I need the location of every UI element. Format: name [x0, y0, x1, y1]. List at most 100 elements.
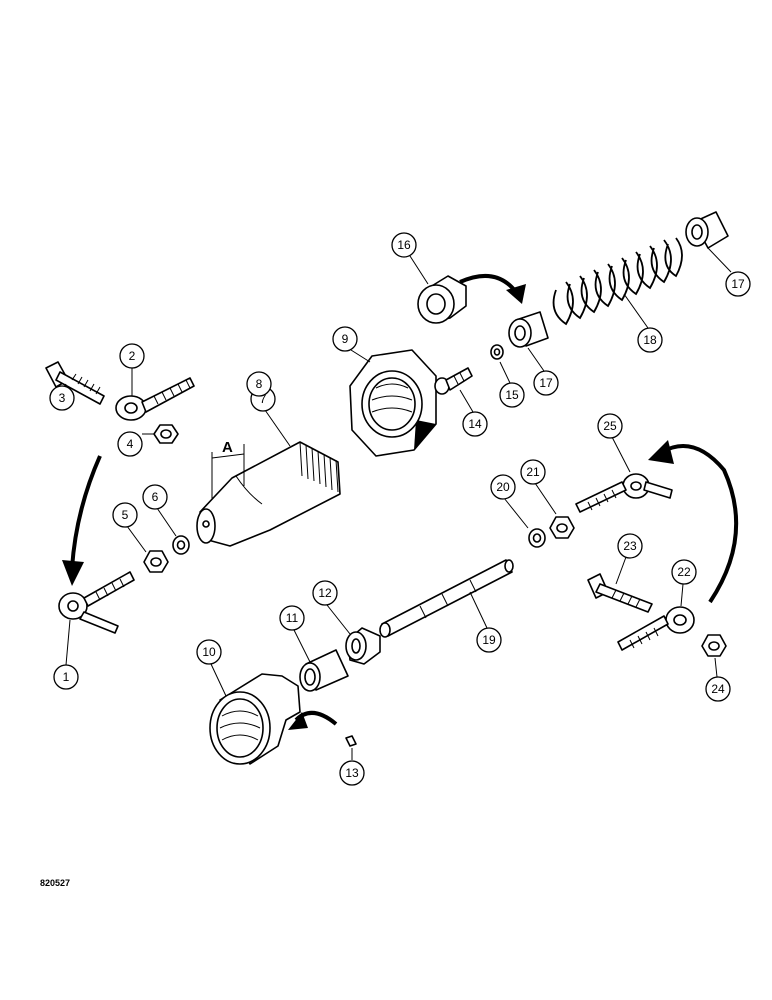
callout-circle [476, 627, 502, 653]
callout-14: 14 [462, 411, 488, 437]
callout-label: 8 [256, 377, 263, 391]
callout-label: 6 [152, 490, 159, 504]
callout-22: 22 [671, 559, 697, 585]
callouts: 1234567891011121314151617171819202122232… [49, 232, 751, 786]
part-6-lock-washer [172, 535, 190, 555]
callout-circle [520, 459, 546, 485]
part-19-shaft [379, 559, 514, 638]
callout-circle [112, 502, 138, 528]
callout-circle [533, 370, 559, 396]
callout-15: 15 [499, 382, 525, 408]
callout-3: 3 [49, 385, 75, 411]
callout-circle [119, 343, 145, 369]
part-4-nut [153, 424, 179, 444]
callout-17a: 17 [533, 370, 559, 396]
leader-lines [63, 247, 732, 760]
part-17-bushing-mid [508, 311, 549, 348]
callout-circle [671, 559, 697, 585]
callout-circle [597, 413, 623, 439]
callout-circle [246, 371, 272, 397]
callout-circle [725, 271, 751, 297]
callout-circle [142, 484, 168, 510]
part-5-nut [143, 550, 169, 573]
part-13-pin [345, 735, 357, 747]
part-10-threaded-cap [209, 673, 301, 765]
callout-6: 6 [142, 484, 168, 510]
callout-circle [339, 760, 365, 786]
part-2-rod-end [115, 377, 195, 421]
callout-21: 21 [520, 459, 546, 485]
callout-17b: 17 [725, 271, 751, 297]
callout-label: 24 [711, 682, 725, 696]
callout-4: 4 [117, 431, 143, 457]
callout-label: 25 [603, 419, 617, 433]
callout-circle [490, 474, 516, 500]
callout-circle [391, 232, 417, 258]
callout-label: 23 [623, 539, 637, 553]
callout-1: 1 [53, 664, 79, 690]
part-24-nut [701, 634, 727, 657]
part-3-bolt [45, 361, 105, 405]
callout-13: 13 [339, 760, 365, 786]
callout-label: 15 [505, 388, 519, 402]
callout-label: 16 [397, 238, 411, 252]
callout-label: 7 [260, 392, 267, 406]
callout-12: 12 [312, 580, 338, 606]
callout-label: 11 [286, 611, 299, 625]
part-22-rod-end [617, 606, 695, 651]
callout-5: 5 [112, 502, 138, 528]
callout-20: 20 [490, 474, 516, 500]
part-15-washer [490, 344, 504, 360]
callout-label: 18 [643, 333, 657, 347]
part-18-spring [552, 237, 683, 326]
callout-circle [637, 327, 663, 353]
figure-code: 820527 [40, 878, 71, 888]
callout-label: 19 [482, 633, 496, 647]
callout-circle [279, 605, 305, 631]
callout-label: 9 [342, 332, 349, 346]
part-7-8-threaded-tube [196, 441, 341, 547]
part-9-hex-nut [349, 349, 437, 457]
callout-label: 21 [526, 465, 540, 479]
callout-circle [312, 580, 338, 606]
callout-circle [117, 431, 143, 457]
callout-25: 25 [597, 413, 623, 439]
callout-label: 22 [677, 565, 691, 579]
callout-label: 12 [318, 586, 332, 600]
callout-circle [196, 639, 222, 665]
part-25-rod-end [575, 473, 673, 513]
callout-label: 3 [59, 391, 66, 405]
part-21-nut [549, 516, 575, 539]
callout-circle [53, 664, 79, 690]
callout-circle [462, 411, 488, 437]
callout-11: 11 [279, 605, 305, 631]
callout-circle [617, 533, 643, 559]
part-17-bushing-top [685, 211, 729, 249]
callout-16: 16 [391, 232, 417, 258]
callout-label: 1 [63, 670, 70, 684]
callout-10: 10 [196, 639, 222, 665]
callout-circle [332, 326, 358, 352]
callout-9: 9 [332, 326, 358, 352]
part-12-bushing [345, 627, 381, 665]
callout-label: 10 [202, 645, 216, 659]
callout-24: 24 [705, 676, 731, 702]
callout-19: 19 [476, 627, 502, 653]
callout-label: 17 [731, 277, 745, 291]
callout-18: 18 [637, 327, 663, 353]
callout-label: 14 [468, 417, 482, 431]
callout-circle [705, 676, 731, 702]
callout-label: 13 [345, 766, 359, 780]
dimension-a-marker: A [211, 439, 245, 500]
part-11-sleeve [299, 649, 349, 692]
callout-label: 2 [129, 349, 136, 363]
part-20-lock-washer [528, 528, 546, 548]
callout-circle [499, 382, 525, 408]
callout-circle [49, 385, 75, 411]
callout-label: 5 [122, 508, 129, 522]
part-1-rod-end [58, 571, 135, 634]
callout-label: 17 [539, 376, 553, 390]
part-23-bolt [587, 573, 653, 613]
part-16-flanged-bushing [417, 275, 467, 324]
callout-2: 2 [119, 343, 145, 369]
